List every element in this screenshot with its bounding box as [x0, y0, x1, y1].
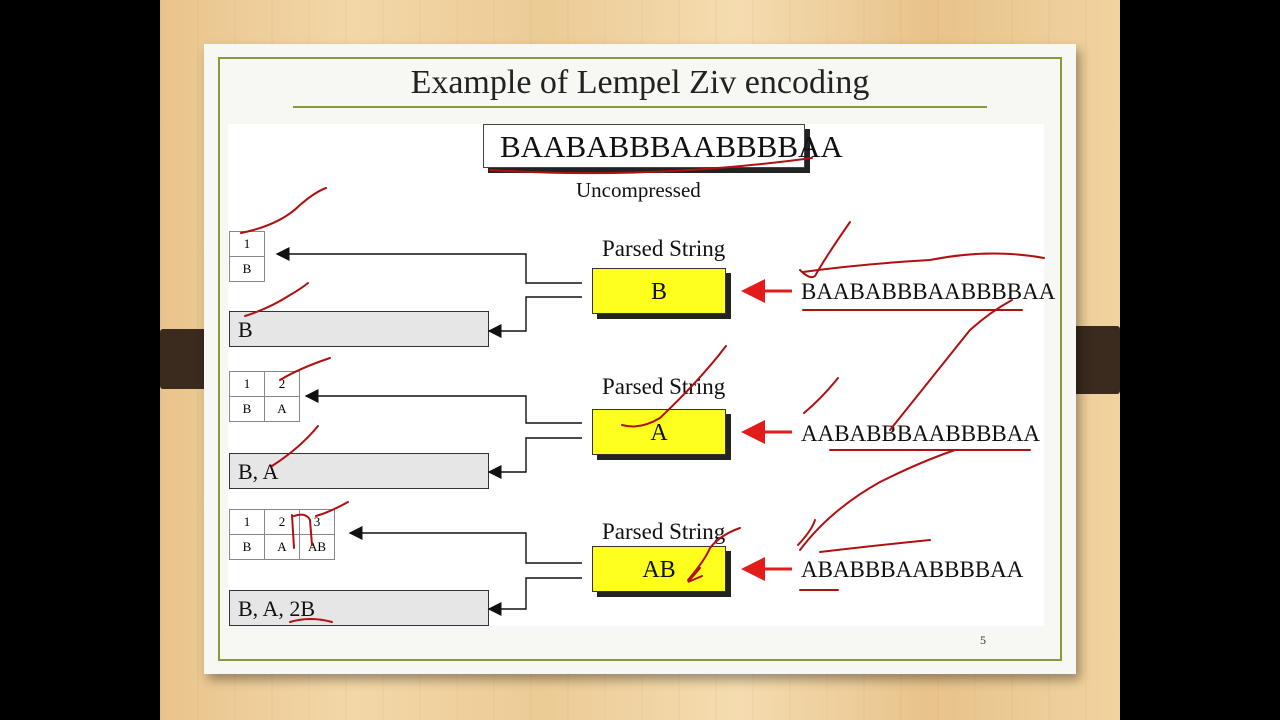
dict-entry: A — [264, 534, 300, 560]
slide-frame — [218, 57, 1062, 661]
slide-title: Example of Lempel Ziv encoding — [410, 64, 870, 101]
dict-index: 1 — [229, 231, 265, 257]
connector-arrows-1 — [275, 247, 582, 338]
output-box-3: B, A, 2B — [229, 590, 489, 626]
parsed-string-box-2: A — [592, 409, 726, 455]
output-box-1: B — [229, 311, 489, 347]
page-number: 5 — [980, 633, 986, 647]
parsed-string-label-2: Parsed String — [602, 374, 726, 399]
parsed-string-label-3: Parsed String — [602, 519, 726, 544]
parsed-string-box-1: B — [592, 268, 726, 314]
output-box-2: B, A — [229, 453, 489, 489]
title-rule — [293, 106, 987, 108]
parsed-string-box-3: AB — [592, 546, 726, 592]
parsed-string-label-1: Parsed String — [602, 236, 726, 261]
dict-entry: B — [229, 256, 265, 282]
dict-index: 2 — [264, 371, 300, 397]
dict-entry: A — [264, 396, 300, 422]
uncompressed-label: Uncompressed — [576, 178, 701, 202]
uncompressed-string-box: BAABABBBAABBBBAA — [483, 124, 843, 168]
connector-arrows-2 — [304, 389, 582, 479]
remaining-string-3: ABABBBAABBBBAA — [801, 557, 1024, 582]
remaining-string-2: AABABBBAABBBBAA — [801, 421, 1040, 446]
handwritten-annotations — [240, 157, 1045, 623]
connector-arrows-3 — [348, 526, 582, 616]
dict-entry: B — [229, 534, 265, 560]
input-arrows — [741, 279, 792, 581]
dictionary-table-1: 1 B — [229, 231, 265, 282]
dict-index: 2 — [264, 509, 300, 535]
